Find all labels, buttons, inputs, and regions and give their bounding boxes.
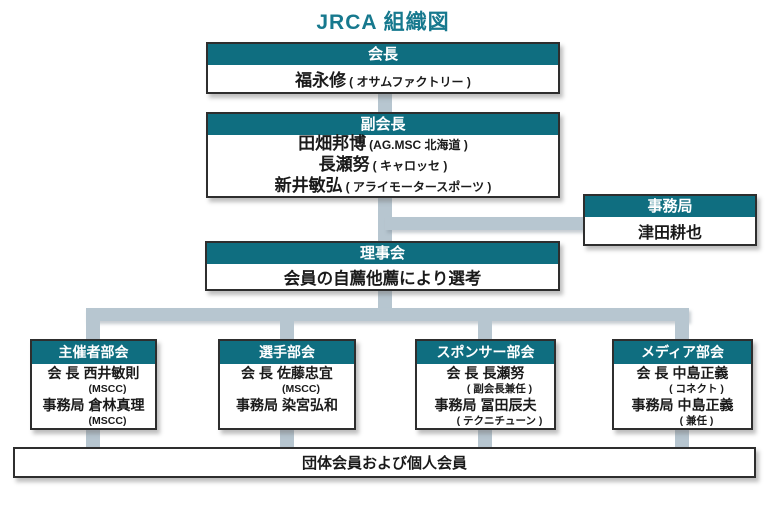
connector-chairman-vice bbox=[378, 93, 392, 113]
connector-drop-organizer bbox=[86, 308, 100, 341]
secretary-row: 事務局染宮弘和 bbox=[236, 396, 338, 415]
member-row: 長瀬努( キャロッセ ) bbox=[319, 155, 448, 176]
chair-label: 会 長 bbox=[446, 365, 479, 381]
connector-drop-sponsor bbox=[478, 308, 492, 341]
chair-label: 会 長 bbox=[636, 365, 669, 381]
secretary-name: 冨田辰夫 bbox=[480, 397, 537, 413]
connector-branch-secretariat bbox=[385, 217, 585, 230]
chair-name: 長瀬努 bbox=[482, 365, 525, 381]
subcommittee-sponsor-box: スポンサー部会 会 長長瀬努 ( 副会長兼任 ) 事務局冨田辰夫 ( テクニチュ… bbox=[415, 339, 556, 430]
connector-main-horizontal bbox=[86, 308, 689, 321]
vice-chairman-header: 副会長 bbox=[208, 114, 558, 135]
chair-note: (MSCC) bbox=[88, 383, 127, 395]
board-box: 理事会 会員の自薦他薦により選考 bbox=[205, 241, 560, 291]
secretary-row: 事務局冨田辰夫 bbox=[435, 396, 537, 415]
secretary-label: 事務局 bbox=[631, 397, 674, 413]
subcommittee-media-box: メディア部会 会 長中島正義 ( コネクト ) 事務局中島正義 ( 兼任 ) bbox=[612, 339, 753, 430]
subcommittee-header: 主催者部会 bbox=[32, 341, 155, 364]
secretary-row: 事務局倉林真理 bbox=[43, 396, 145, 415]
member-row: 福永修( オサムファクトリー ) bbox=[295, 66, 471, 91]
subcommittee-header: 選手部会 bbox=[220, 341, 354, 364]
secretary-name: 中島正義 bbox=[677, 397, 734, 413]
member-name: 新井敏弘 bbox=[274, 176, 343, 195]
member-name: 津田耕也 bbox=[637, 224, 702, 242]
secretary-name: 倉林真理 bbox=[88, 397, 145, 413]
secretariat-box: 事務局 津田耕也 bbox=[583, 194, 757, 246]
chair-row: 会 長佐藤忠宜 bbox=[241, 364, 333, 383]
member-note: (AG.MSC 北海道 ) bbox=[369, 138, 468, 152]
members-label: 団体会員および個人会員 bbox=[301, 455, 467, 472]
member-row: 新井敏弘( アライモータースポーツ ) bbox=[275, 176, 492, 197]
secretary-label: 事務局 bbox=[434, 397, 477, 413]
chair-name: 中島正義 bbox=[672, 365, 729, 381]
members-box: 団体会員および個人会員 bbox=[13, 447, 756, 478]
chair-note: (MSCC) bbox=[282, 383, 320, 395]
member-row: 田畑邦博(AG.MSC 北海道 ) bbox=[298, 134, 468, 155]
secretary-note: ( テクニチューン ) bbox=[456, 415, 543, 427]
subcommittee-players-box: 選手部会 会 長佐藤忠宜 (MSCC) 事務局染宮弘和 bbox=[218, 339, 356, 430]
member-note: ( キャロッセ ) bbox=[372, 159, 448, 173]
member-name: 長瀬努 bbox=[318, 155, 370, 174]
chair-row: 会 長中島正義 bbox=[637, 364, 729, 383]
chairman-box: 会長 福永修( オサムファクトリー ) bbox=[206, 42, 560, 94]
member-note: ( オサムファクトリー ) bbox=[349, 75, 471, 89]
connector-drop-players bbox=[280, 308, 294, 341]
secretary-note: (MSCC) bbox=[88, 415, 127, 427]
board-note: 会員の自薦他薦により選考 bbox=[283, 269, 482, 288]
subcommittee-header: メディア部会 bbox=[614, 341, 751, 364]
chair-label: 会 長 bbox=[241, 365, 273, 381]
secretary-note: ( 兼任 ) bbox=[679, 415, 714, 427]
secretary-label: 事務局 bbox=[236, 397, 278, 413]
chair-note: ( 副会長兼任 ) bbox=[466, 383, 533, 395]
subcommittee-organizer-box: 主催者部会 会 長西井敏則 (MSCC) 事務局倉林真理 (MSCC) bbox=[30, 339, 157, 430]
chair-label: 会 長 bbox=[47, 365, 80, 381]
connector-board-down bbox=[378, 290, 392, 311]
vice-chairman-box: 副会長 田畑邦博(AG.MSC 北海道 ) 長瀬努( キャロッセ ) 新井敏弘(… bbox=[206, 112, 560, 198]
connector-stub-media bbox=[675, 427, 689, 448]
chair-name: 佐藤忠宜 bbox=[276, 365, 333, 381]
secretary-row: 事務局中島正義 bbox=[632, 396, 734, 415]
subcommittee-header: スポンサー部会 bbox=[417, 341, 554, 364]
connector-stub-organizer bbox=[86, 427, 100, 448]
secretary-name: 染宮弘和 bbox=[282, 397, 338, 413]
chart-title: JRCA 組織図 bbox=[316, 11, 450, 34]
member-note: ( アライモータースポーツ ) bbox=[345, 180, 492, 194]
secretary-label: 事務局 bbox=[42, 397, 85, 413]
connector-drop-media bbox=[675, 308, 689, 341]
board-header: 理事会 bbox=[207, 243, 558, 264]
secretariat-header: 事務局 bbox=[585, 196, 755, 217]
chair-note: ( コネクト ) bbox=[669, 383, 724, 395]
member-name: 田畑邦博 bbox=[298, 134, 367, 153]
chairman-header: 会長 bbox=[208, 44, 558, 65]
connector-stub-players bbox=[280, 427, 294, 448]
chair-row: 会 長西井敏則 bbox=[48, 364, 140, 383]
chair-row: 会 長長瀬努 bbox=[447, 364, 525, 383]
connector-stub-sponsor bbox=[478, 427, 492, 448]
chair-name: 西井敏則 bbox=[83, 365, 140, 381]
member-name: 福永修 bbox=[295, 71, 347, 90]
